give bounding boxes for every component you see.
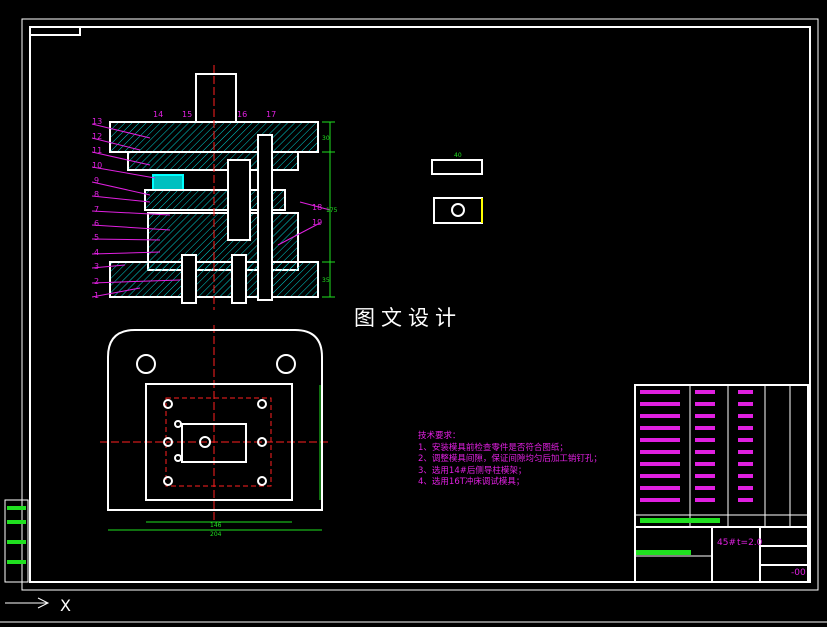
part-label: 10 (92, 161, 102, 170)
technical-requirements: 技术要求： 1、安装模具前检查零件是否符合图纸； 2、调整模具间隙，保证间隙均匀… (418, 431, 602, 489)
part-label: 12 (92, 132, 102, 141)
dim-text: 40 (454, 152, 462, 159)
plan-view (107, 329, 323, 511)
part-label: 11 (92, 146, 102, 155)
part-label: 18 (312, 203, 322, 212)
dim-text: 35 (322, 277, 330, 284)
requirement-item: 3、选用14#后侧导柱模架； (418, 465, 527, 476)
part-label: 5 (94, 233, 99, 242)
part-label: 6 (94, 219, 99, 228)
part-label: 9 (94, 176, 99, 185)
requirements-title: 技术要求： (418, 431, 461, 441)
part-label: 15 (182, 110, 192, 119)
watermark: 图文设计 (354, 306, 462, 330)
part-label: 4 (94, 248, 99, 257)
part-label: 8 (94, 190, 99, 199)
part-labels: 1 2 3 4 5 6 7 8 9 10 11 12 13 14 15 16 1… (92, 110, 322, 300)
parts-list (634, 384, 809, 528)
axis-x-label: X (60, 596, 71, 615)
left-stamp-table (4, 499, 29, 583)
part-label: 7 (94, 205, 99, 214)
dimension-texts: 30 175 35 146 204 40 (210, 135, 462, 538)
part-label: 19 (312, 218, 322, 227)
drawing-number: -00 (791, 568, 806, 578)
material-text: 45# (717, 538, 736, 548)
title-block (634, 526, 809, 583)
inner-border (29, 26, 811, 583)
thickness-text: t=2.0 (737, 538, 763, 548)
requirement-item: 2、调整模具间隙，保证间隙均匀后加工销钉孔； (418, 454, 602, 464)
part-views (431, 159, 483, 224)
title-block-fill (636, 550, 691, 555)
section-view (109, 73, 319, 304)
requirement-item: 4、选用16T冲床调试模具； (418, 477, 525, 487)
part-label: 16 (237, 110, 247, 119)
part-label: 17 (266, 110, 276, 119)
dim-text: 146 (210, 522, 222, 529)
outer-border (21, 18, 819, 591)
dim-text: 30 (322, 135, 330, 142)
part-label: 14 (153, 110, 163, 119)
dim-text: 204 (210, 531, 222, 538)
corner-tab (29, 26, 81, 36)
part-label: 3 (94, 262, 99, 271)
part-label: 2 (94, 277, 99, 286)
requirement-item: 1、安装模具前检查零件是否符合图纸； (418, 442, 568, 453)
part-label: 1 (94, 291, 99, 300)
dim-text: 175 (326, 207, 338, 214)
dimension-lines (108, 121, 335, 531)
part-label: 13 (92, 117, 102, 126)
parts-list-entries (640, 390, 753, 523)
ucs-axis-icon (5, 597, 50, 609)
leader-lines (91, 123, 331, 298)
